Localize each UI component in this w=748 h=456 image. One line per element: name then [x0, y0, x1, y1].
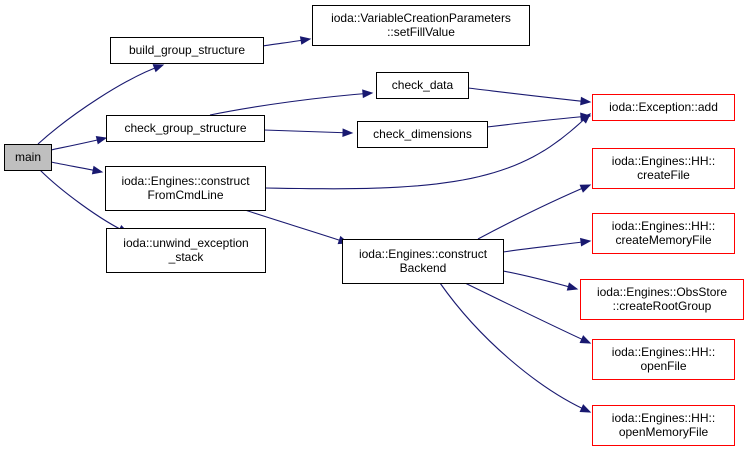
node-label-line: _stack — [168, 250, 205, 264]
node-obsstore_create_root_group[interactable]: ioda::Engines::ObsStore::createRootGroup — [580, 279, 744, 320]
node-box[interactable] — [592, 148, 735, 189]
edge-construct_from_cmd_line-to-exception_add — [264, 113, 591, 190]
node-label-line: openMemoryFile — [619, 425, 709, 439]
node-label-line: ioda::Engines::HH:: — [612, 219, 715, 233]
node-box[interactable] — [580, 279, 744, 320]
edge-line — [502, 270, 578, 290]
node-label-line: ioda::VariableCreationParameters — [331, 11, 511, 25]
edge-main-to-construct_from_cmd_line — [50, 161, 104, 175]
edge-check_group_structure-to-check_data — [209, 89, 374, 116]
edge-construct_backend-to-hh_create_file — [477, 184, 592, 240]
node-exception_add[interactable]: ioda::Exception::add — [592, 94, 735, 121]
node-box[interactable] — [4, 144, 52, 171]
node-label-line: Backend — [400, 261, 447, 275]
node-box[interactable] — [592, 94, 735, 121]
node-label-line: ioda::Engines::ObsStore — [597, 285, 727, 299]
arrowhead — [579, 404, 592, 413]
edge-line — [264, 113, 591, 190]
node-box[interactable] — [106, 228, 266, 273]
edge-line — [477, 184, 591, 240]
node-box[interactable] — [342, 239, 504, 284]
arrowhead — [95, 135, 108, 145]
arrowhead — [580, 113, 591, 124]
arrowhead — [362, 89, 374, 99]
node-label-line: createMemoryFile — [615, 233, 711, 247]
edges-layer — [37, 36, 592, 413]
node-label-line: ::createRootGroup — [613, 299, 712, 313]
edge-construct_backend-to-hh_open_file — [464, 282, 592, 344]
edge-line — [439, 282, 591, 413]
node-label-line: ioda::Exception::add — [609, 100, 718, 114]
edge-main-to-build_group_structure — [37, 64, 165, 145]
node-label-line: ::setFillValue — [387, 25, 455, 39]
arrowhead — [299, 36, 312, 45]
node-label-line: check_dimensions — [373, 127, 472, 141]
node-check_group_structure[interactable]: check_group_structure — [106, 115, 265, 142]
edge-check_group_structure-to-check_dimensions — [263, 128, 354, 138]
node-label-line: ioda::Engines::HH:: — [612, 345, 715, 359]
node-unwind_exception_stack[interactable]: ioda::unwind_exception_stack — [106, 228, 266, 273]
node-box[interactable] — [592, 213, 735, 254]
node-hh_open_memory_file[interactable]: ioda::Engines::HH::openMemoryFile — [592, 405, 735, 446]
edge-build_group_structure-to-set_fill_value — [262, 36, 312, 47]
node-label-line: ioda::Engines::HH:: — [612, 154, 715, 168]
node-check_dimensions[interactable]: check_dimensions — [357, 121, 488, 148]
edge-construct_backend-to-hh_open_memory_file — [439, 282, 592, 413]
arrowhead — [580, 237, 592, 247]
node-label-line: ioda::unwind_exception — [123, 236, 248, 250]
edge-line — [263, 129, 353, 134]
edge-line — [502, 240, 591, 253]
node-build_group_structure[interactable]: build_group_structure — [110, 37, 264, 64]
node-set_fill_value[interactable]: ioda::VariableCreationParameters::setFil… — [312, 5, 530, 46]
edge-check_data-to-exception_add — [467, 87, 592, 106]
arrowhead — [342, 128, 354, 138]
edge-main-to-check_group_structure — [50, 135, 108, 151]
arrowhead — [152, 64, 165, 73]
edge-check_dimensions-to-exception_add — [486, 112, 592, 128]
node-box[interactable] — [357, 121, 488, 148]
edge-line — [467, 87, 591, 103]
edge-line — [464, 282, 591, 344]
node-box[interactable] — [110, 37, 264, 64]
edge-line — [37, 64, 164, 145]
edge-line — [486, 115, 591, 128]
node-label-line: createFile — [637, 168, 690, 182]
node-box[interactable] — [106, 115, 265, 142]
node-label-line: ioda::Engines::construct — [121, 174, 250, 188]
node-main[interactable]: main — [4, 144, 52, 171]
edge-construct_backend-to-hh_create_memory_file — [502, 237, 592, 253]
node-box[interactable] — [376, 72, 469, 99]
node-label-line: check_group_structure — [124, 121, 246, 135]
node-label-line: check_data — [392, 78, 454, 92]
node-box[interactable] — [312, 5, 530, 46]
edge-line — [244, 209, 349, 244]
edge-construct_backend-to-obsstore_create_root_group — [502, 270, 579, 291]
node-label-line: FromCmdLine — [147, 188, 223, 202]
node-check_data[interactable]: check_data — [376, 72, 469, 99]
node-hh_open_file[interactable]: ioda::Engines::HH::openFile — [592, 339, 735, 380]
arrowhead — [579, 335, 592, 344]
node-label-line: ioda::Engines::construct — [359, 247, 488, 261]
node-label-line: ioda::Engines::HH:: — [612, 411, 715, 425]
node-box[interactable] — [592, 405, 735, 446]
node-hh_create_memory_file[interactable]: ioda::Engines::HH::createMemoryFile — [592, 213, 735, 254]
nodes-layer: main build_group_structure check_group_str… — [4, 5, 744, 446]
node-box[interactable] — [592, 339, 735, 380]
node-label-line: build_group_structure — [129, 43, 245, 57]
edge-line — [209, 92, 373, 116]
arrowhead — [91, 165, 104, 175]
arrowhead — [579, 184, 592, 193]
arrowhead — [566, 282, 579, 291]
node-label-line: main — [15, 150, 41, 164]
node-hh_create_file[interactable]: ioda::Engines::HH::createFile — [592, 148, 735, 189]
node-label-line: openFile — [640, 359, 686, 373]
node-box[interactable] — [105, 166, 266, 211]
arrowhead — [580, 96, 592, 106]
